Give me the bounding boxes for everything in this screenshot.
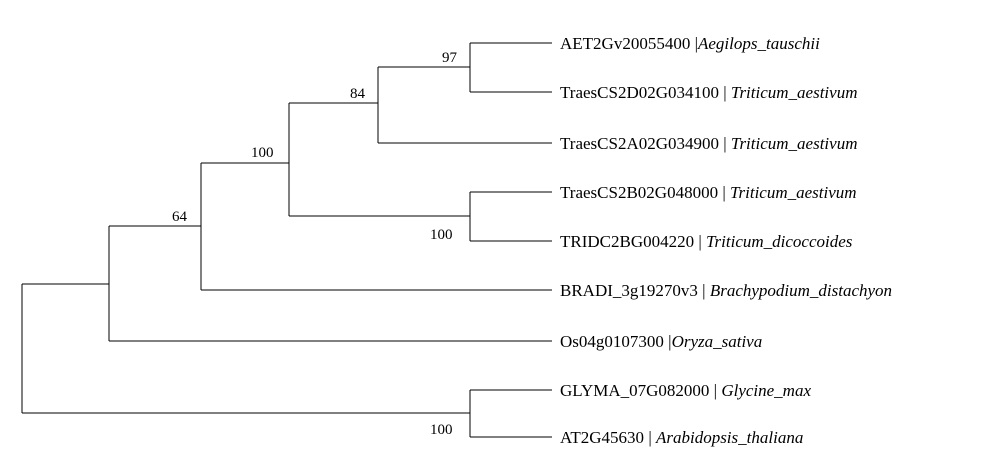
leaf-gene: GLYMA_07G082000 [560,381,709,400]
leaf-label-traescs2a02g034900: TraesCS2A02G034900 | Triticum_aestivum [560,134,857,153]
leaf-species: Triticum_aestivum [731,134,858,153]
leaf-label-glyma-07g082000: GLYMA_07G082000 | Glycine_max [560,381,811,400]
leaf-species: Glycine_max [721,381,811,400]
tree-branches [21,42,552,438]
leaf-separator: | [648,428,651,447]
leaf-separator: | [695,34,698,53]
bootstrap-value: 100 [430,422,453,438]
leaf-label-traescs2d02g034100: TraesCS2D02G034100 | Triticum_aestivum [560,83,857,102]
bootstrap-value: 84 [350,86,366,102]
leaf-gene: AET2Gv20055400 [560,34,690,53]
leaf-species: Triticum_dicoccoides [706,232,853,251]
leaf-gene: TRIDC2BG004220 [560,232,694,251]
leaf-gene: TraesCS2D02G034100 [560,83,719,102]
leaf-separator: | [722,183,725,202]
leaf-label-bradi-3g19270v3: BRADI_3g19270v3 | Brachypodium_distachyo… [560,281,892,300]
leaf-labels: AET2Gv20055400 |Aegilops_tauschii TraesC… [560,34,892,447]
leaf-gene: BRADI_3g19270v3 [560,281,698,300]
leaf-separator: | [723,134,726,153]
leaf-species: Oryza_sativa [672,332,763,351]
bootstrap-value: 100 [251,145,274,161]
leaf-species: Arabidopsis_thaliana [655,428,803,447]
leaf-label-tridc2bg004220: TRIDC2BG004220 | Triticum_dicoccoides [560,232,853,251]
leaf-label-aet2gv20055400: AET2Gv20055400 |Aegilops_tauschii [560,34,820,53]
leaf-label-os04g0107300: Os04g0107300 |Oryza_sativa [560,332,762,351]
leaf-separator: | [668,332,671,351]
leaf-separator: | [698,232,701,251]
leaf-separator: | [702,281,705,300]
bootstrap-value: 100 [430,227,453,243]
leaf-label-traescs2b02g048000: TraesCS2B02G048000 | Triticum_aestivum [560,183,857,202]
leaf-separator: | [723,83,726,102]
leaf-species: Triticum_aestivum [730,183,857,202]
leaf-species: Brachypodium_distachyon [710,281,892,300]
bootstrap-value: 64 [172,209,188,225]
leaf-gene: TraesCS2B02G048000 [560,183,718,202]
bootstrap-value: 97 [442,50,458,66]
leaf-species: Aegilops_tauschii [697,34,820,53]
leaf-species: Triticum_aestivum [731,83,858,102]
leaf-gene: AT2G45630 [560,428,644,447]
leaf-separator: | [714,381,717,400]
leaf-gene: TraesCS2A02G034900 [560,134,719,153]
leaf-label-at2g45630: AT2G45630 | Arabidopsis_thaliana [560,428,803,447]
leaf-gene: Os04g0107300 [560,332,664,351]
bootstrap-values: 97 84 100 64 100 100 [172,50,458,438]
